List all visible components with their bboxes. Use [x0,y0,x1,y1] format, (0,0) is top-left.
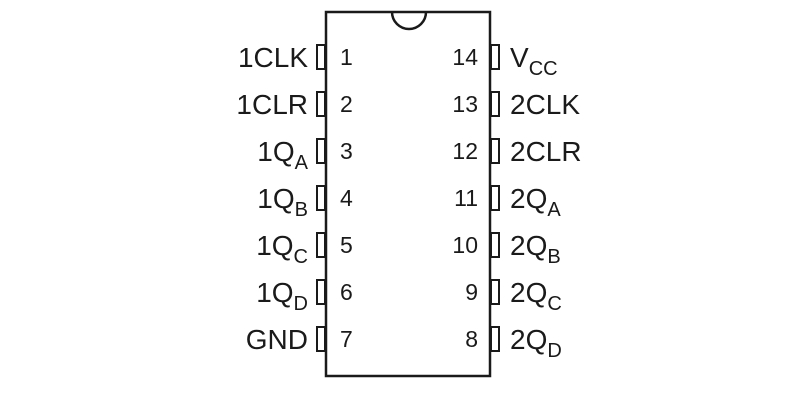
left-pin-number-2: 2 [340,91,353,117]
right-pin-number-12: 12 [452,138,478,164]
left-pin-pad-6 [316,279,326,305]
left-pin-number-6: 6 [340,279,353,305]
right-pin-number-8: 8 [465,326,478,352]
left-pin-label-6: 1QD [256,277,308,315]
left-pin-label-base: GND [246,324,308,355]
right-pin-pad-12 [490,138,500,164]
left-pin-label-subscript: C [294,246,308,268]
left-pin-label-base: 1Q [257,136,294,167]
left-pin-label-7: GND [246,324,308,355]
left-pin-number-1: 1 [340,44,353,70]
left-pin-label-subscript: A [295,152,309,174]
right-pin-number-13: 13 [452,91,478,117]
left-pin-label-3: 1QA [257,136,308,174]
right-pin-label-11: 2QA [510,183,561,221]
right-pin-pad-14 [490,44,500,70]
right-pin-label-10: 2QB [510,230,561,268]
right-pin-label-subscript: A [547,199,561,221]
right-pin-label-base: 2Q [510,183,547,214]
left-pin-pad-2 [316,91,326,117]
right-pin-label-base: V [510,42,529,73]
right-pin-label-subscript: C [547,293,561,315]
left-pin-label-1: 1CLK [238,42,308,73]
right-pin-pad-13 [490,91,500,117]
left-pin-pad-3 [316,138,326,164]
right-pin-number-9: 9 [465,279,478,305]
left-pin-pad-7 [316,326,326,352]
right-pin-label-base: 2Q [510,277,547,308]
left-pin-label-subscript: B [295,199,308,221]
right-pin-label-12: 2CLR [510,136,582,167]
left-pin-label-base: 1Q [257,183,294,214]
right-pin-label-8: 2QD [510,324,562,362]
left-pin-label-base: 1CLR [236,89,308,120]
left-pin-number-7: 7 [340,326,353,352]
right-pin-pad-11 [490,185,500,211]
orientation-notch [390,11,428,31]
left-pin-number-3: 3 [340,138,353,164]
right-pin-label-base: 2CLK [510,89,580,120]
left-pin-label-subscript: D [294,293,308,315]
chip-body [324,10,492,378]
right-pin-label-base: 2Q [510,324,547,355]
left-pin-label-base: 1Q [256,277,293,308]
left-pin-label-5: 1QC [256,230,308,268]
left-pin-pad-4 [316,185,326,211]
left-pin-pad-1 [316,44,326,70]
right-pin-label-base: 2Q [510,230,547,261]
left-pin-label-4: 1QB [257,183,308,221]
left-pin-pad-5 [316,232,326,258]
left-pin-label-base: 1Q [256,230,293,261]
left-pin-label-2: 1CLR [236,89,308,120]
right-pin-number-11: 11 [454,185,478,211]
left-pin-number-5: 5 [340,232,353,258]
left-pin-label-base: 1CLK [238,42,308,73]
right-pin-number-14: 14 [452,44,478,70]
right-pin-label-subscript: CC [529,58,558,80]
right-pin-pad-8 [490,326,500,352]
left-pin-number-4: 4 [340,185,353,211]
right-pin-label-9: 2QC [510,277,562,315]
right-pin-label-base: 2CLR [510,136,582,167]
right-pin-label-subscript: B [547,246,560,268]
right-pin-label-subscript: D [547,340,561,362]
right-pin-pad-9 [490,279,500,305]
right-pin-number-10: 10 [452,232,478,258]
right-pin-label-14: VCC [510,42,558,80]
right-pin-label-13: 2CLK [510,89,580,120]
right-pin-pad-10 [490,232,500,258]
